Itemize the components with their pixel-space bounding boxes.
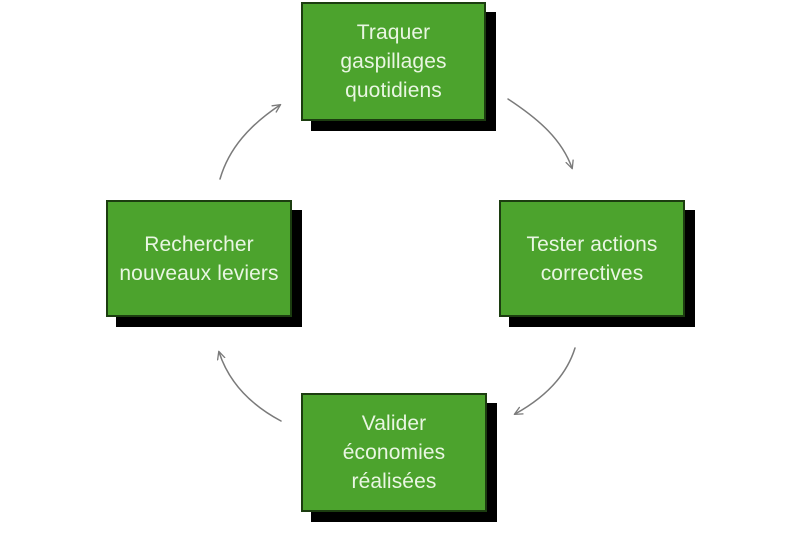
node-label: Traquer gaspillages quotidiens — [340, 21, 447, 102]
node-label: Valider économies réalisées — [342, 412, 446, 493]
arrow-top-to-right — [507, 98, 572, 168]
node-label: Tester actions correctives — [526, 232, 658, 285]
node-valider-economies-realisees[interactable]: Valider économies réalisées — [301, 393, 487, 512]
node-label: Rechercher nouveaux leviers — [119, 232, 279, 285]
node-traquer-gaspillages-quotidiens[interactable]: Traquer gaspillages quotidiens — [301, 2, 486, 121]
arrow-bottom-to-left — [219, 352, 282, 422]
node-tester-actions-correctives[interactable]: Tester actions correctives — [499, 200, 685, 317]
node-rechercher-nouveaux-leviers[interactable]: Rechercher nouveaux leviers — [106, 200, 292, 317]
arrow-right-to-bottom — [515, 347, 576, 414]
arrow-left-to-top — [219, 105, 280, 180]
